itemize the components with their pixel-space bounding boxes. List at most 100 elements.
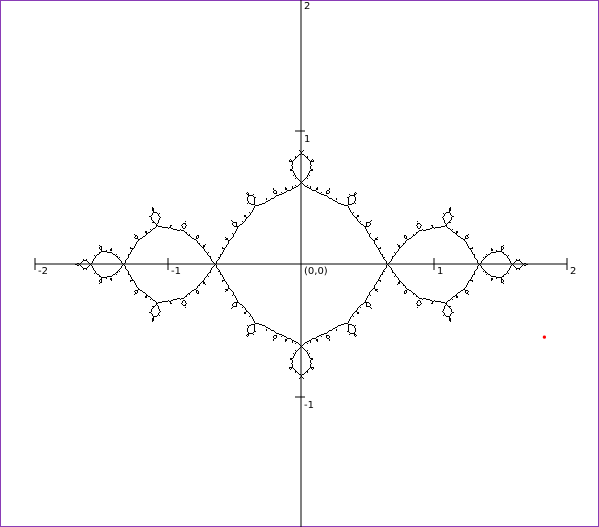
fractal-point	[235, 297, 236, 298]
fractal-point	[199, 243, 200, 244]
fractal-point	[312, 338, 313, 339]
fractal-point	[266, 329, 267, 330]
fractal-point	[316, 191, 317, 192]
fractal-point	[198, 285, 199, 286]
fractal-point	[402, 245, 403, 246]
fractal-point	[155, 301, 156, 302]
fractal-point	[99, 245, 100, 246]
fractal-point	[418, 231, 419, 232]
fractal-point	[397, 244, 398, 245]
fractal-point	[446, 212, 447, 213]
fractal-point	[321, 192, 322, 193]
fractal-point	[382, 274, 383, 275]
fractal-point	[453, 216, 454, 217]
fractal-point	[451, 219, 452, 220]
fractal-point	[370, 237, 371, 238]
fractal-point	[83, 259, 84, 260]
fractal-point	[233, 303, 234, 304]
fractal-point	[134, 282, 135, 283]
fractal-point	[432, 226, 433, 227]
fractal-point	[129, 254, 130, 255]
fractal-point	[292, 367, 293, 368]
fractal-point	[186, 233, 187, 234]
fractal-point	[195, 289, 196, 290]
fractal-point	[217, 260, 218, 261]
fractal-point	[405, 286, 406, 287]
fractal-point	[466, 243, 467, 244]
fractal-point	[390, 267, 391, 268]
fractal-point	[444, 314, 445, 315]
fractal-point	[290, 358, 291, 359]
fractal-point	[368, 226, 369, 227]
fractal-point	[319, 335, 320, 336]
fractal-point	[352, 315, 353, 316]
fractal-point	[234, 295, 235, 296]
fractal-point	[152, 306, 153, 307]
fractal-point	[168, 228, 169, 229]
fractal-point	[450, 319, 451, 320]
fractal-point	[353, 215, 354, 216]
fractal-point	[276, 192, 277, 193]
x-tick-label-neg1: -1	[171, 266, 181, 277]
fractal-point	[328, 335, 329, 336]
fractal-point	[117, 271, 118, 272]
fractal-point	[91, 263, 92, 264]
x-tick-label-1: 1	[437, 266, 443, 277]
fractal-point	[383, 258, 384, 259]
fractal-point	[359, 306, 360, 307]
fractal-point	[509, 260, 510, 261]
fractal-point	[290, 359, 291, 360]
fractal-point	[104, 277, 105, 278]
fractal-point	[486, 274, 487, 275]
fractal-point	[202, 281, 203, 282]
fractal-point	[276, 193, 277, 194]
fractal-point	[485, 257, 486, 258]
fractal-point	[431, 228, 432, 229]
fractal-point	[290, 169, 291, 170]
fractal-point	[348, 203, 349, 204]
fractal-point	[225, 247, 226, 248]
fractal-point	[350, 318, 351, 319]
fractal-point	[247, 192, 248, 193]
fractal-point	[419, 300, 420, 301]
fractal-point	[274, 197, 275, 198]
fractal-point	[158, 220, 159, 221]
fractal-point	[289, 338, 290, 339]
fractal-point	[447, 212, 448, 213]
fractal-point	[191, 291, 192, 292]
fractal-point	[327, 332, 328, 333]
fractal-point	[317, 336, 318, 337]
fractal-point	[245, 312, 246, 313]
fractal-point	[505, 254, 506, 255]
fractal-point	[468, 237, 469, 238]
fractal-point	[311, 359, 312, 360]
fractal-point	[481, 267, 482, 268]
fractal-point	[301, 346, 302, 347]
fractal-point	[282, 193, 283, 194]
fractal-point	[357, 312, 358, 313]
fractal-point	[247, 331, 248, 332]
fractal-point	[146, 294, 147, 295]
fractal-point	[93, 259, 94, 260]
fractal-point	[157, 303, 158, 304]
fractal-point	[300, 377, 301, 378]
fractal-point	[220, 256, 221, 257]
fractal-point	[209, 256, 210, 257]
fractal-point	[376, 239, 377, 240]
fractal-point	[311, 363, 312, 364]
fractal-point	[417, 307, 418, 308]
fractal-point	[348, 327, 349, 328]
fractal-point	[186, 296, 187, 297]
fractal-point	[516, 260, 517, 261]
fractal-point	[337, 202, 338, 203]
fractal-point	[152, 208, 153, 209]
fractal-point	[186, 232, 187, 233]
fractal-point	[264, 325, 265, 326]
fractal-point	[350, 333, 351, 334]
fractal-point	[160, 217, 161, 218]
fractal-point	[291, 161, 292, 162]
fractal-point	[301, 152, 302, 153]
fractal-point	[253, 324, 254, 325]
fractal-point	[354, 332, 355, 333]
